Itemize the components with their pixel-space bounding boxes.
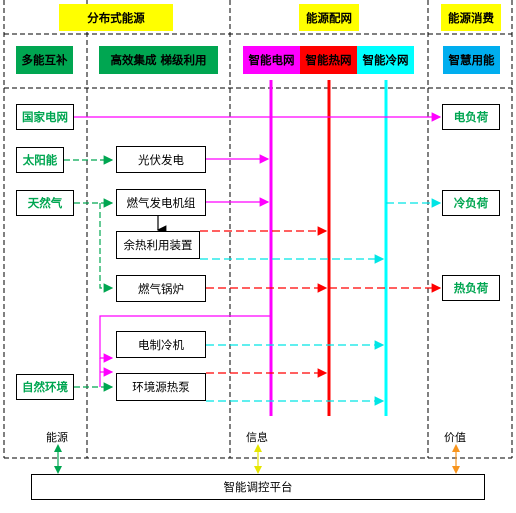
- process-waste-heat: 余热利用装置: [116, 231, 200, 259]
- source-solar: 太阳能: [16, 147, 64, 173]
- subheader-smart-cold: 智能冷网: [357, 46, 414, 74]
- source-national-grid: 国家电网: [16, 104, 74, 130]
- smart-control-platform: 智能调控平台: [31, 474, 485, 500]
- subheader-smart-use: 智慧用能: [443, 46, 500, 74]
- header-energy-consumption: 能源消费: [441, 4, 501, 31]
- value-link: [452, 444, 460, 474]
- process-gas-boiler: 燃气锅炉: [116, 275, 206, 302]
- info-link: [254, 444, 262, 474]
- subheader-smart-grid: 智能电网: [243, 46, 300, 74]
- subheader-multi-energy: 多能互补: [16, 46, 73, 74]
- header-distributed-energy: 分布式能源: [59, 4, 173, 31]
- process-electric-chiller: 电制冷机: [116, 331, 206, 358]
- energy-link: [54, 444, 62, 474]
- load-heat: 热负荷: [442, 275, 500, 301]
- subheader-cascade: 高效集成 梯级利用: [99, 46, 218, 74]
- source-natural-environment: 自然环境: [16, 374, 74, 400]
- row-separators: [4, 33, 512, 459]
- label-value: 价值: [444, 431, 466, 444]
- gas-to-boiler: [99, 203, 114, 293]
- process-heat-pump: 环境源热泵: [116, 373, 206, 401]
- subheader-smart-heat: 智能热网: [300, 46, 357, 74]
- column-separators: [3, 0, 513, 458]
- label-info: 信息: [246, 431, 268, 444]
- label-energy: 能源: [46, 431, 68, 444]
- process-gas-generator: 燃气发电机组: [116, 189, 206, 216]
- load-electric: 电负荷: [442, 104, 500, 130]
- load-cold: 冷负荷: [442, 190, 500, 216]
- grid-to-chiller: [99, 315, 271, 363]
- source-natural-gas: 天然气: [16, 190, 74, 216]
- process-pv: 光伏发电: [116, 146, 206, 173]
- header-energy-network: 能源配网: [299, 4, 359, 31]
